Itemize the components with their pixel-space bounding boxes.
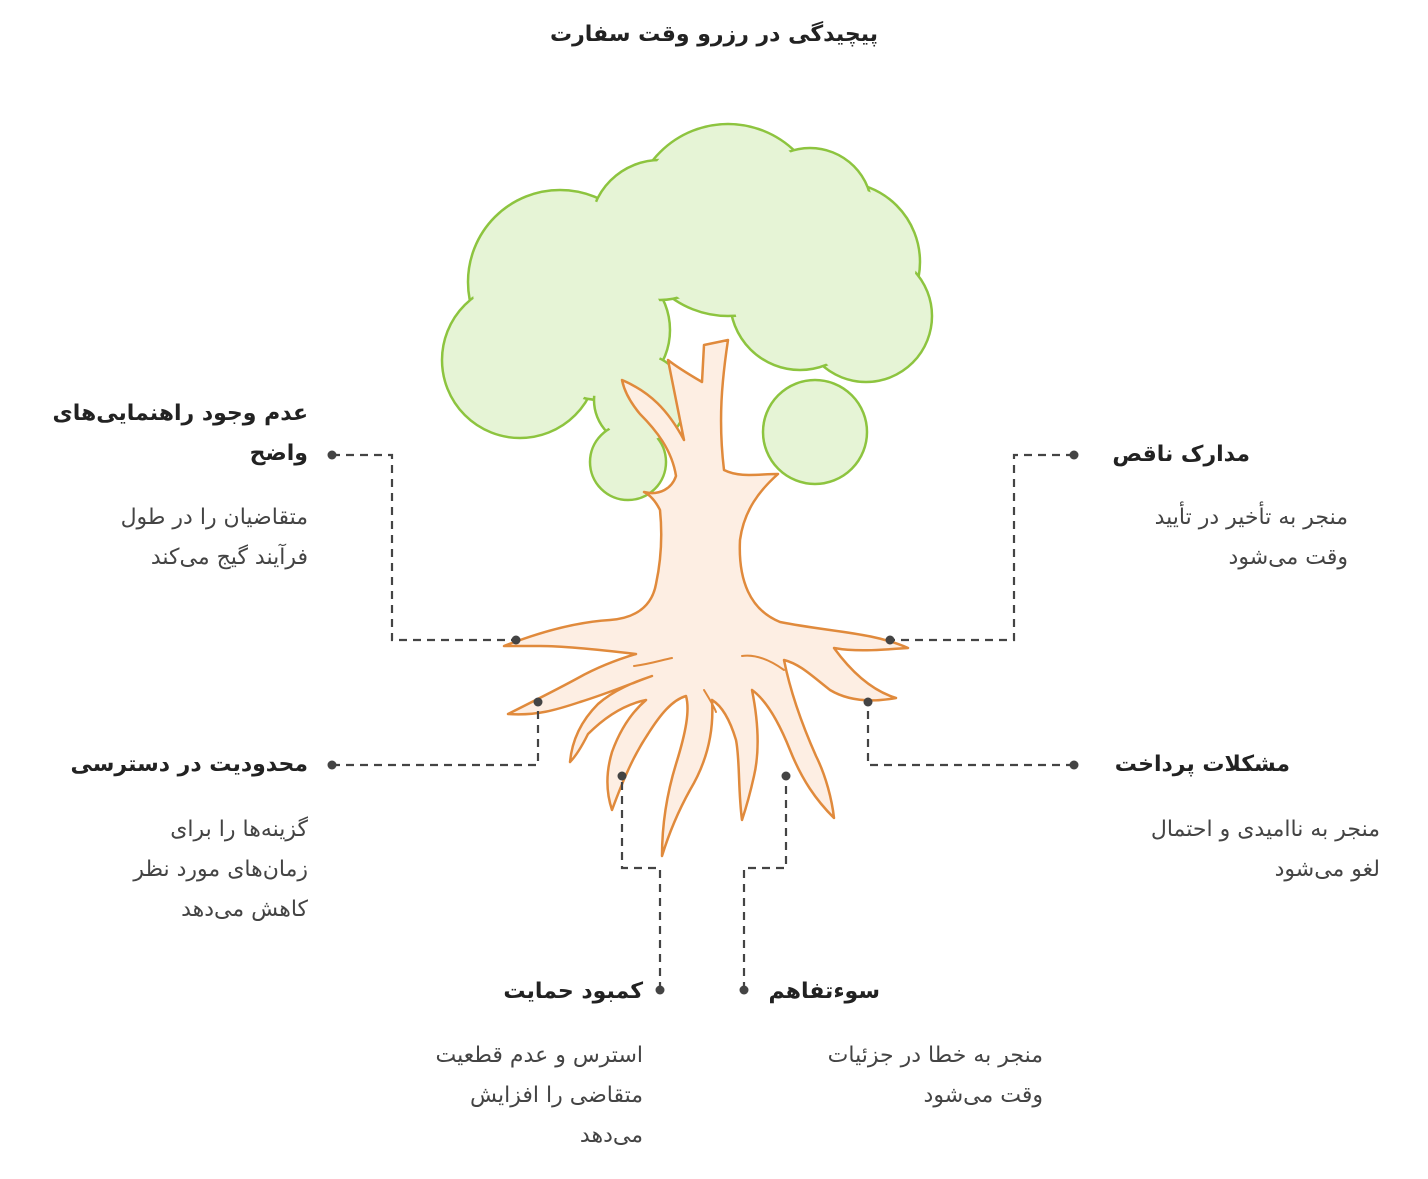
description-line: وقت می‌شود — [923, 1083, 1043, 1108]
heading-line: عدم وجود راهنمایی‌های — [52, 401, 308, 426]
description-line: فرآیند گیج می‌کند — [150, 545, 308, 570]
lack-of-support-heading: کمبود حمایت — [503, 972, 643, 1012]
tree-trunk — [502, 338, 910, 858]
description-line: زمان‌های مورد نظر — [133, 857, 308, 882]
lack-of-support-description: استرس و عدم قطعیت متقاضی را افزایش می‌ده… — [436, 1036, 644, 1156]
unclear-guidelines-description: متقاضیان را در طول فرآیند گیج می‌کند — [121, 498, 308, 578]
description-line: گزینه‌ها را برای — [170, 817, 308, 842]
payment-problems-heading: مشکلات پرداخت — [1115, 745, 1290, 785]
limited-access-description: گزینه‌ها را برای زمان‌های مورد نظر کاهش … — [133, 810, 308, 930]
connectors — [332, 453, 1074, 990]
description-line: متقاضی را افزایش — [469, 1083, 643, 1108]
description-line: منجر به ناامیدی و احتمال — [1150, 817, 1380, 842]
description-line: استرس و عدم قطعیت — [435, 1043, 644, 1068]
heading-line: محدودیت در دسترسی — [70, 752, 308, 777]
misunderstanding-description: منجر به خطا در جزئیات وقت می‌شود — [828, 1036, 1043, 1116]
heading-line: مدارک ناقص — [1112, 442, 1250, 467]
misunderstanding-heading: سوءتفاهم — [768, 972, 880, 1012]
heading-line: سوءتفاهم — [768, 979, 880, 1004]
description-line: منجر به تأخیر در تأیید — [1154, 505, 1348, 530]
description-line: منجر به خطا در جزئیات — [827, 1043, 1043, 1068]
heading-line: مشکلات پرداخت — [1114, 752, 1290, 777]
diagram-title: پیچیدگی در رزرو وقت سفارت — [550, 22, 878, 47]
incomplete-documents-description: منجر به تأخیر در تأیید وقت می‌شود — [1155, 498, 1348, 578]
description-line: می‌دهد — [579, 1123, 643, 1148]
heading-line: کمبود حمایت — [503, 979, 643, 1004]
limited-access-heading: محدودیت در دسترسی — [71, 745, 308, 785]
tree-foliage-inner — [446, 128, 928, 496]
payment-problems-description: منجر به ناامیدی و احتمال لغو می‌شود — [1151, 810, 1380, 890]
incomplete-documents-heading: مدارک ناقص — [1112, 435, 1250, 475]
unclear-guidelines-heading: عدم وجود راهنمایی‌های واضح — [53, 394, 308, 474]
heading-line: واضح — [249, 441, 308, 466]
root-veins — [633, 654, 785, 713]
description-line: کاهش می‌دهد — [181, 897, 308, 922]
description-line: لغو می‌شود — [1274, 857, 1380, 882]
connector-dots — [327, 450, 1079, 995]
description-line: متقاضیان را در طول — [120, 505, 308, 530]
description-line: وقت می‌شود — [1228, 545, 1348, 570]
